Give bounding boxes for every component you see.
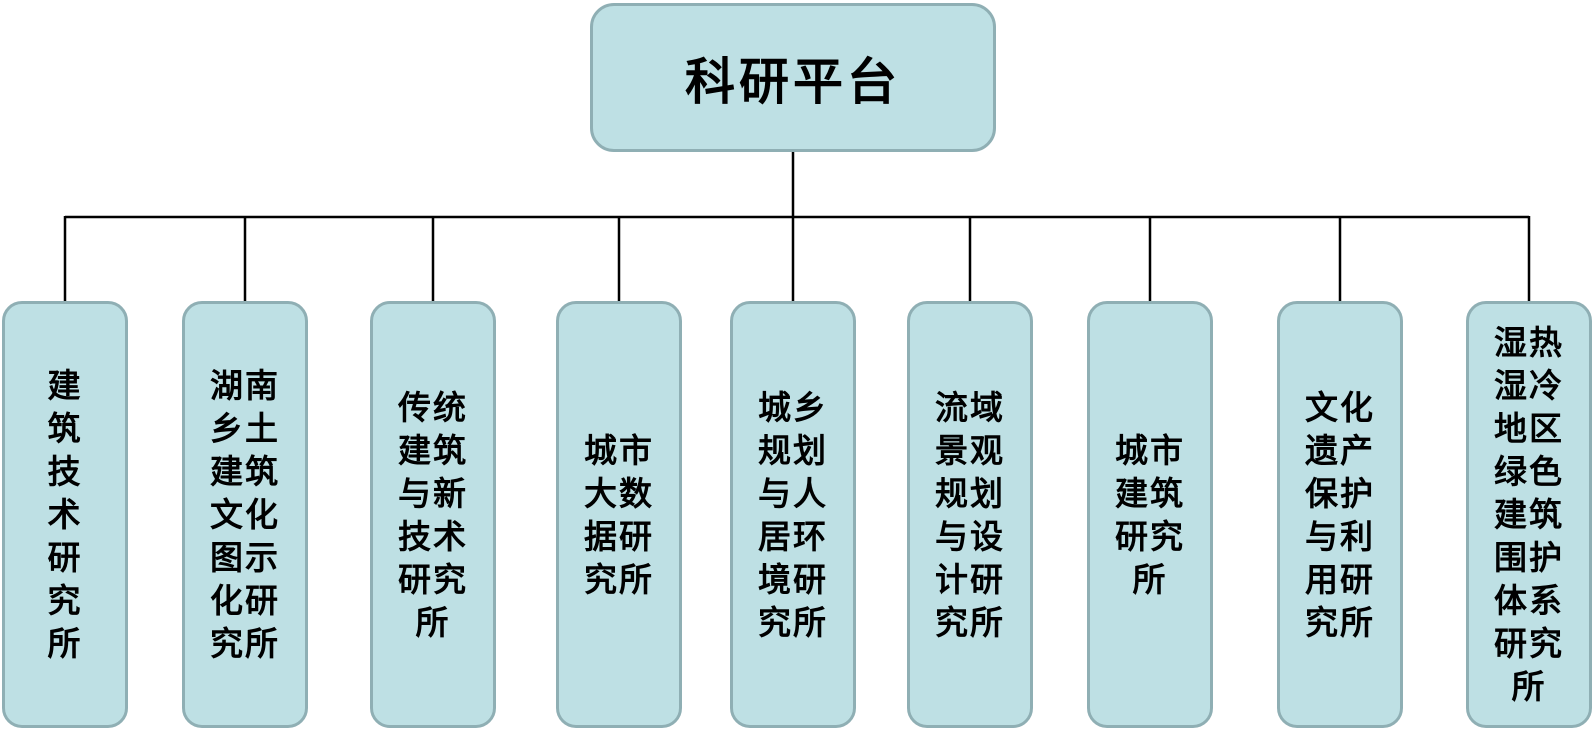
org-node-green-building-envelope: 湿热湿冷地区绿色建筑围护体系研究所	[1466, 301, 1592, 728]
org-node-urban-rural-planning-habitat: 城乡规划与人居环境研究所	[730, 301, 856, 728]
org-node-watershed-landscape-planning: 流域景观规划与设计研究所	[907, 301, 1033, 728]
org-node-urban-architecture: 城市建筑研究所	[1087, 301, 1213, 728]
child-node-label: 文化遗产保护与利用研究所	[1305, 387, 1375, 642]
root-node-label: 科研平台	[685, 52, 901, 111]
child-node-label: 传统建筑与新技术研究所	[398, 387, 468, 642]
child-node-label: 湿热湿冷地区绿色建筑围护体系研究所	[1494, 323, 1564, 706]
org-node-cultural-heritage-protection: 文化遗产保护与利用研究所	[1277, 301, 1403, 728]
child-node-label: 城乡规划与人居环境研究所	[758, 387, 828, 642]
child-node-label: 城市建筑研究所	[1115, 430, 1185, 599]
org-node-urban-big-data: 城市大数据研究所	[556, 301, 682, 728]
child-node-label: 流域景观规划与设计研究所	[935, 387, 1005, 642]
org-node-root: 科研平台	[590, 3, 996, 152]
org-node-building-technology: 建筑技术研究所	[2, 301, 128, 728]
org-node-hunan-vernacular-architecture: 湖南乡土建筑文化图示化研究所	[182, 301, 308, 728]
child-node-label: 建筑技术研究所	[47, 366, 83, 663]
child-node-label: 城市大数据研究所	[584, 430, 654, 599]
child-node-label: 湖南乡土建筑文化图示化研究所	[210, 366, 280, 663]
org-node-traditional-architecture-new-tech: 传统建筑与新技术研究所	[370, 301, 496, 728]
